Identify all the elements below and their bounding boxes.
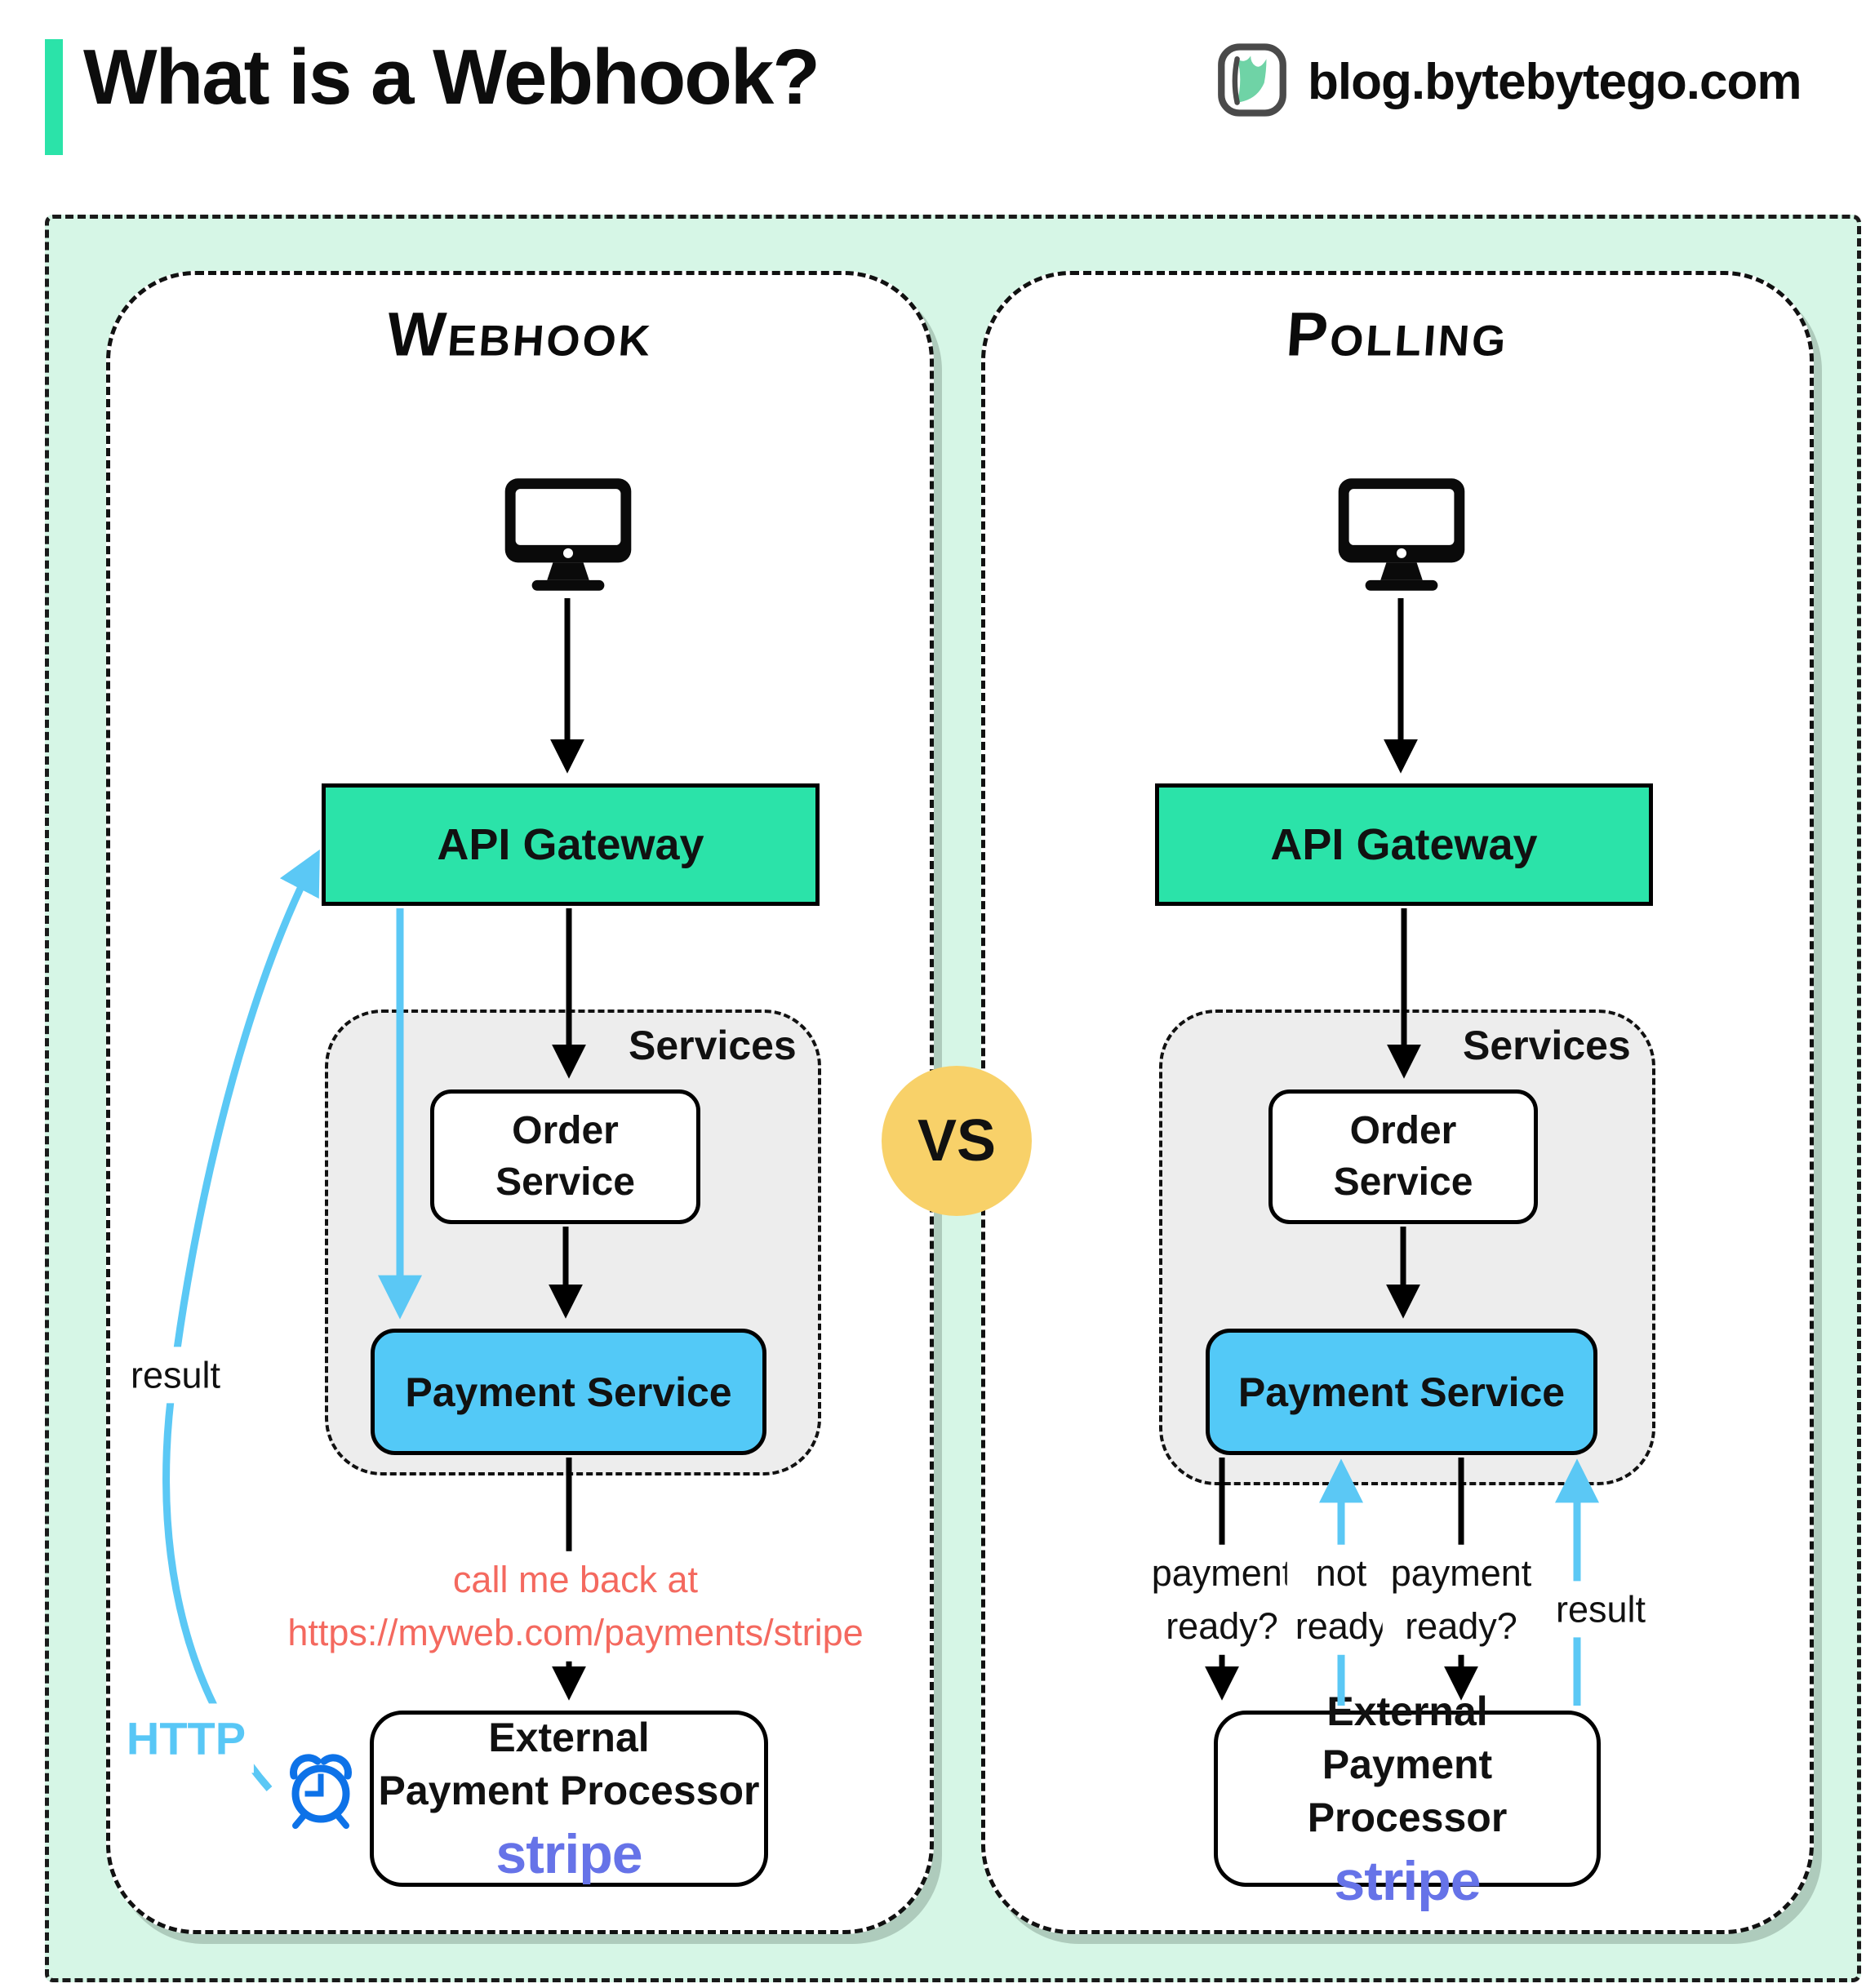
polling-api-gateway-box: API Gateway: [1155, 783, 1653, 906]
webhook-external-processor-box: External Payment Processor stripe: [370, 1711, 768, 1887]
webhook-callback-line1: call me back at: [452, 1558, 699, 1600]
polling-notready-line1: not: [1315, 1551, 1367, 1594]
polling-query2-line1: payment: [1390, 1551, 1532, 1594]
webhook-order-service-label-line2: Service: [495, 1160, 635, 1204]
bytebytego-logo-icon: [1215, 42, 1290, 122]
webhook-callback-line2: https://myweb.com/payments/stripe: [287, 1612, 864, 1653]
polling-payment-service-box: Payment Service: [1206, 1329, 1597, 1455]
polling-payment-service-label: Payment Service: [1237, 1369, 1566, 1415]
polling-order-service-box: Order Service: [1268, 1089, 1538, 1224]
webhook-order-service-box: Order Service: [430, 1089, 700, 1224]
webhook-payment-service-box: Payment Service: [371, 1329, 766, 1455]
polling-panel-title: Polling: [1284, 300, 1511, 370]
webhook-services-label: Services: [629, 1023, 797, 1068]
alarm-clock-icon: [280, 1749, 362, 1835]
webhook-http-label: HTTP: [118, 1703, 255, 1773]
webhook-result-label: result: [122, 1347, 229, 1404]
polling-api-gateway-label: API Gateway: [1270, 820, 1538, 869]
polling-services-label: Services: [1463, 1023, 1631, 1068]
polling-external-label-line2: Payment Processor: [1307, 1741, 1508, 1840]
webhook-external-label-line1: External: [488, 1715, 650, 1760]
webhook-api-gateway-box: API Gateway: [322, 783, 820, 906]
polling-query2-label: payment ready?: [1382, 1544, 1540, 1655]
stripe-logo: stripe: [495, 1823, 642, 1885]
polling-notready-label: not ready: [1286, 1544, 1396, 1655]
brand-lockup: blog.bytebytego.com: [1215, 42, 1802, 122]
polling-order-service-label-line2: Service: [1333, 1160, 1473, 1204]
webhook-client-monitor-icon: [498, 475, 638, 598]
vs-badge: VS: [882, 1066, 1032, 1216]
brand-url: blog.bytebytego.com: [1308, 54, 1802, 110]
webhook-external-label-line2: Payment Processor: [378, 1768, 760, 1813]
polling-client-monitor-icon: [1331, 475, 1472, 598]
polling-notready-line2: ready: [1295, 1605, 1388, 1647]
polling-result-label: result: [1547, 1581, 1655, 1638]
webhook-order-service-label-line1: Order: [512, 1109, 619, 1153]
polling-external-label-line1: External: [1326, 1688, 1488, 1734]
page-title: What is a Webhook?: [83, 33, 820, 121]
polling-query2-line2: ready?: [1405, 1605, 1517, 1647]
title-accent-bar: [45, 39, 63, 155]
webhook-callback-note: call me back at https://myweb.com/paymen…: [279, 1551, 872, 1662]
polling-query1-line2: ready?: [1166, 1605, 1278, 1647]
webhook-panel-title: Webhook: [384, 300, 655, 370]
polling-order-service-label-line1: Order: [1349, 1109, 1457, 1153]
polling-external-processor-box: External Payment Processor stripe: [1214, 1688, 1601, 1912]
polling-query1-label: payment ready?: [1143, 1544, 1301, 1655]
stripe-logo: stripe: [1334, 1849, 1481, 1912]
webhook-payment-service-label: Payment Service: [405, 1369, 732, 1415]
polling-query1-line1: payment: [1151, 1551, 1293, 1594]
webhook-api-gateway-label: API Gateway: [437, 820, 704, 869]
